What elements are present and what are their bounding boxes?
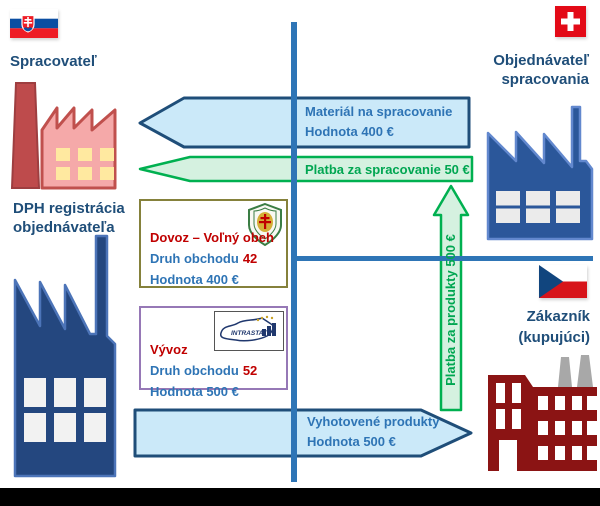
material-arrow-label: Materiál na spracovanie Hodnota 400 €	[305, 104, 453, 139]
horizontal-border-line	[293, 256, 593, 261]
products-payment-arrow	[432, 184, 470, 412]
customer-label: Zákazník (kupujúci)	[518, 308, 590, 346]
orderer-label: Objednávateľ spracovania	[493, 52, 589, 88]
processing-payment-arrow-label: Platba za spracovanie 50 €	[305, 162, 470, 177]
vertical-border-line	[291, 22, 297, 482]
processor-label: Spracovateľ	[10, 53, 97, 70]
intrastat-logo-icon: INTRASTAT	[214, 311, 284, 351]
orderer-factory-icon	[486, 105, 594, 241]
processing-payment-arrow	[138, 155, 474, 183]
bottom-black-bar	[0, 488, 600, 506]
processor-factory-icon	[10, 82, 117, 190]
products-payment-arrow-label: Platba za produkty 500 €	[443, 234, 458, 386]
finished-products-arrow-label: Vyhotovené produkty Hodnota 500 €	[307, 414, 440, 449]
slovakia-flag-icon	[10, 9, 58, 38]
finished-products-arrow	[133, 408, 473, 458]
vat-warehouse-factory-icon	[13, 234, 117, 478]
czech-republic-flag-icon	[539, 265, 587, 298]
svg-text:INTRASTAT: INTRASTAT	[231, 330, 268, 337]
switzerland-flag-icon	[555, 6, 586, 37]
material-arrow	[138, 96, 471, 149]
customs-badge-icon	[248, 203, 282, 247]
customer-building-icon	[488, 355, 597, 471]
vat-registration-label: DPH registrácia objednávateľa	[13, 200, 125, 236]
